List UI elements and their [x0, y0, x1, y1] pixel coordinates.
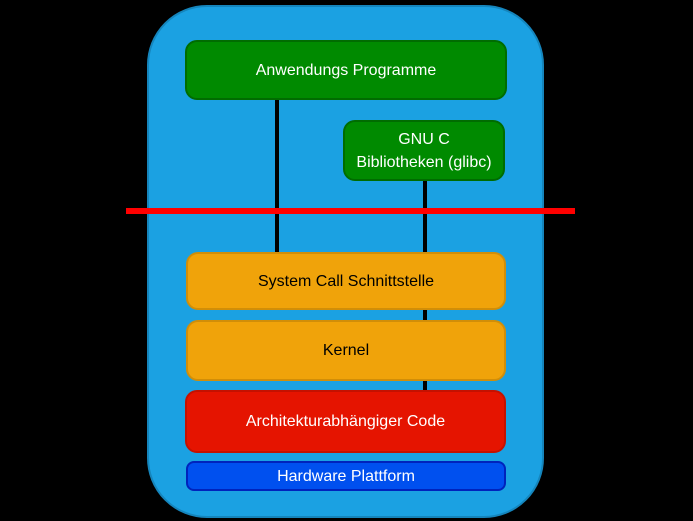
hardware-platform-box-label: Hardware Plattform: [277, 467, 415, 485]
syscall-interface-box: System Call Schnittstelle: [186, 252, 506, 310]
applications-box-label: Anwendungs Programme: [255, 61, 437, 79]
userspace-kernelspace-separator-line: [126, 208, 575, 214]
apps-to-syscall-connector-line: [275, 100, 279, 252]
kernel-box: Kernel: [186, 320, 506, 381]
arch-dependent-code-box-label: Architekturabhängiger Code: [245, 413, 446, 430]
applications-box: Anwendungs Programme: [185, 40, 507, 100]
glibc-box: GNU C Bibliotheken (glibc): [343, 120, 505, 181]
glibc-box-label-line1: GNU C: [398, 130, 450, 148]
arch-dependent-code-box: Architekturabhängiger Code: [185, 390, 506, 453]
hardware-platform-box: Hardware Plattform: [186, 461, 506, 491]
syscall-interface-box-label: System Call Schnittstelle: [257, 272, 435, 290]
glibc-box-label-line2: Bibliotheken (glibc): [356, 153, 492, 171]
kernel-box-label: Kernel: [322, 342, 370, 359]
